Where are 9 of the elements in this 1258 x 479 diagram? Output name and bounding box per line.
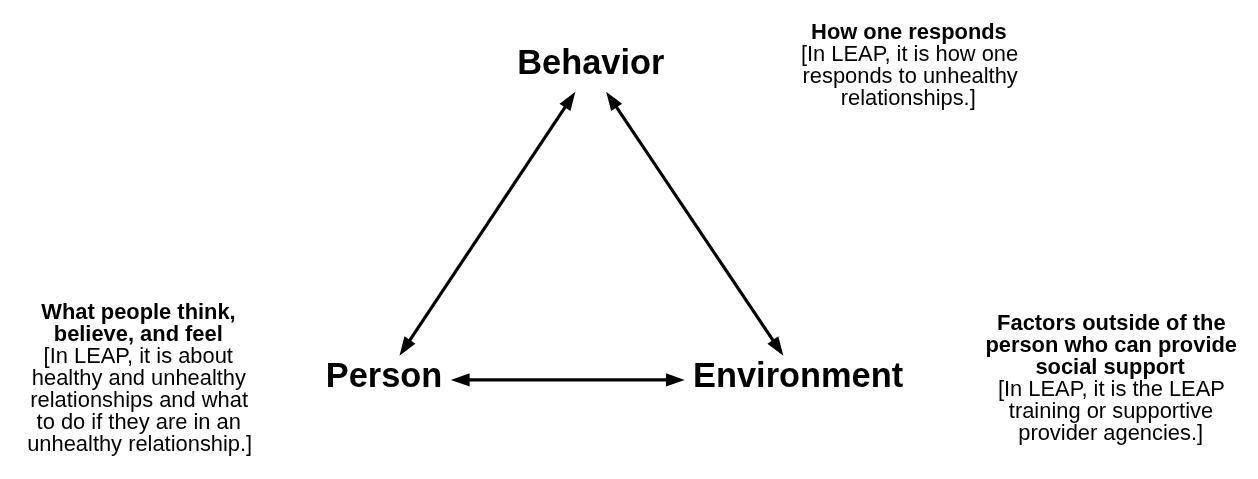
node-label: What people think, believe, and feel — [41, 298, 236, 346]
arrow — [450, 372, 685, 386]
node-text: Environment — [693, 355, 904, 394]
arrow — [399, 91, 576, 356]
node-text: Person — [325, 355, 443, 394]
node-label: How one responds — [811, 18, 1007, 44]
node-label: Factors outside of the person who can provide social support — [985, 309, 1238, 379]
node-text: Behavior — [517, 42, 665, 81]
arrow — [606, 91, 784, 356]
